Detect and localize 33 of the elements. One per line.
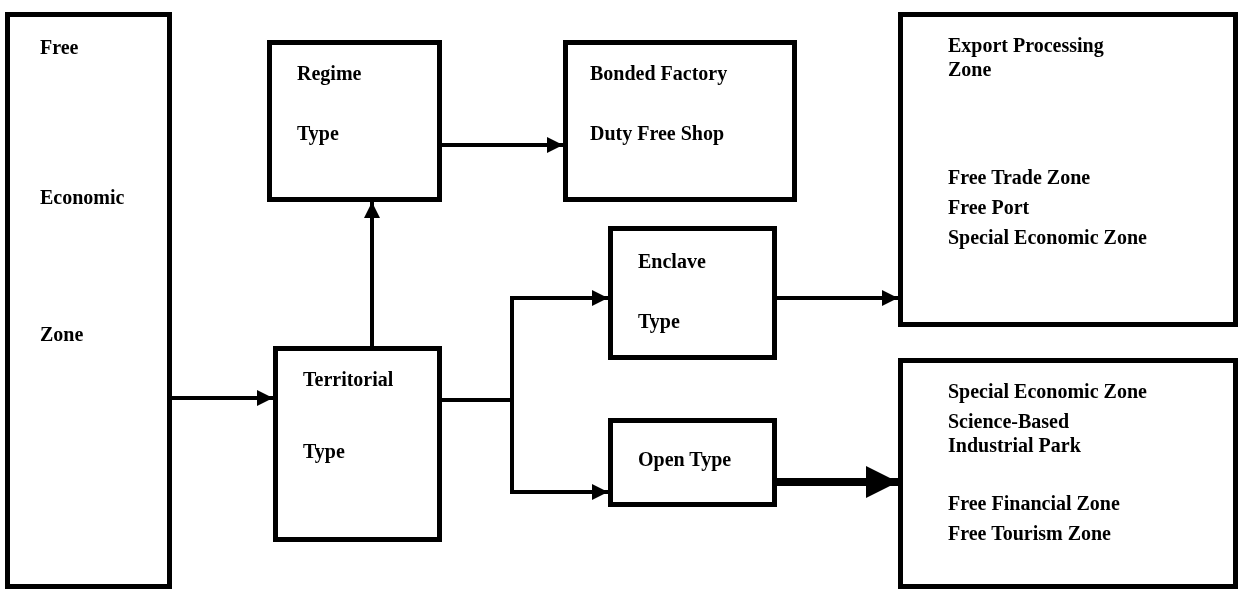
box-label: Special Economic Zone xyxy=(948,379,1148,403)
category-box xyxy=(898,358,1238,589)
box-label: Duty Free Shop xyxy=(590,121,726,145)
category-box xyxy=(608,418,777,507)
category-box xyxy=(267,40,442,202)
box-label: Economic xyxy=(40,185,126,209)
box-label: Special Economic Zone xyxy=(948,225,1148,249)
box-label: Territorial xyxy=(303,367,395,391)
category-box xyxy=(608,226,777,360)
box-label: Type xyxy=(303,439,346,463)
box-label: Bonded Factory xyxy=(590,61,729,85)
arrow xyxy=(364,202,380,346)
box-label: Free Financial Zone xyxy=(948,491,1121,515)
box-label: Free xyxy=(40,35,80,59)
arrow xyxy=(777,290,898,306)
box-label: Enclave xyxy=(638,249,707,273)
category-box xyxy=(273,346,442,542)
box-label: Science-Based Industrial Park xyxy=(948,409,1082,457)
box-label: Free Trade Zone xyxy=(948,165,1092,189)
box-label: Export Processing Zone xyxy=(948,33,1105,81)
arrow xyxy=(442,137,563,153)
arrow xyxy=(442,398,608,500)
box-label: Regime xyxy=(297,61,363,85)
arrow xyxy=(172,390,273,406)
category-box xyxy=(898,12,1238,327)
category-box xyxy=(563,40,797,202)
box-label: Zone xyxy=(40,322,85,346)
box-label: Open Type xyxy=(638,447,733,471)
box-label: Type xyxy=(297,121,340,145)
category-box xyxy=(5,12,172,589)
box-label: Free Port xyxy=(948,195,1031,219)
box-label: Type xyxy=(638,309,681,333)
box-label: Free Tourism Zone xyxy=(948,521,1112,545)
